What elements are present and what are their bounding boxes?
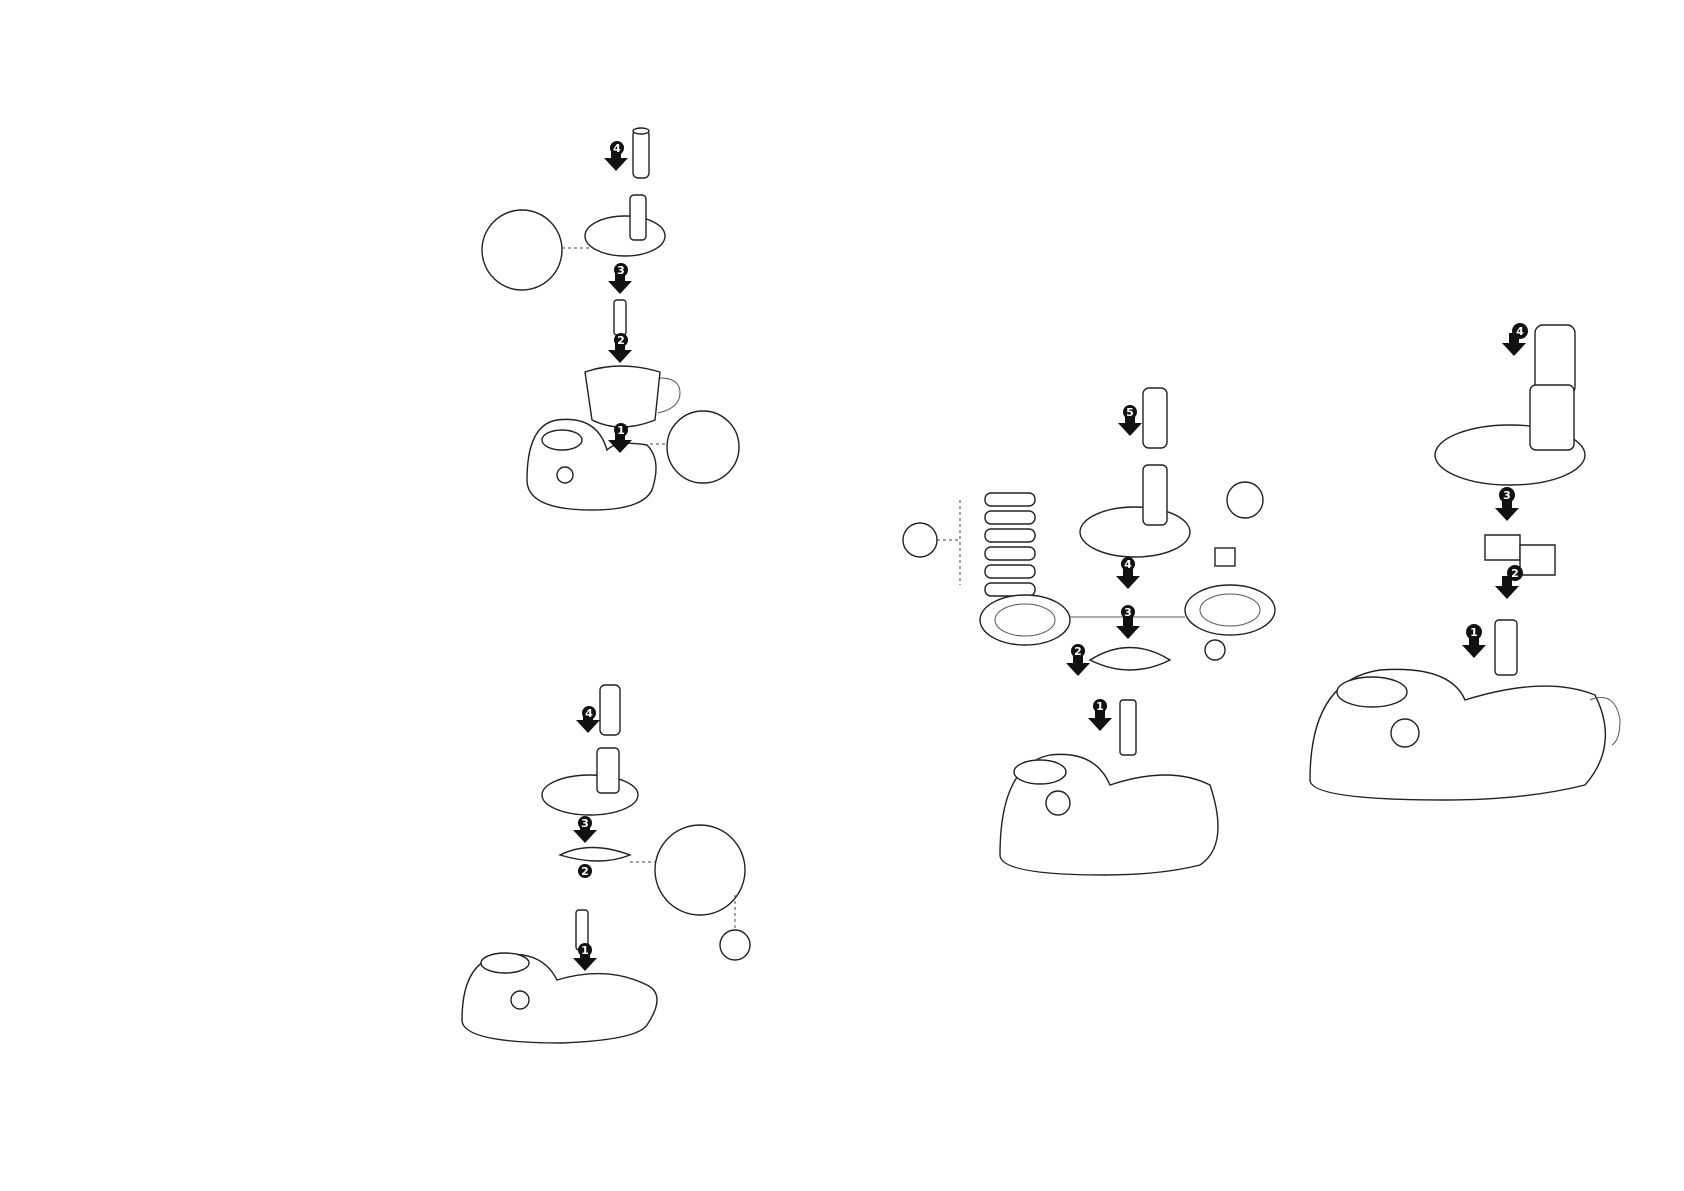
pusher [633, 130, 649, 178]
step-marker: 3 [581, 817, 589, 830]
shaft [1120, 700, 1136, 755]
step-marker: 3 [1503, 489, 1511, 502]
pusher [600, 685, 620, 735]
whisk [1520, 545, 1555, 575]
lid [542, 775, 638, 815]
detail-lock-icon [903, 523, 937, 557]
pusher [1143, 388, 1167, 448]
shaft [1495, 620, 1517, 675]
figure-whisk-assembly: 4 3 2 1 [1310, 323, 1620, 800]
step-marker: 4 [613, 142, 621, 155]
shaft [614, 300, 626, 335]
detail-lock-icon [1227, 482, 1263, 518]
disc-carrier [1090, 648, 1170, 671]
lid [1080, 507, 1190, 557]
detail-tool [655, 825, 745, 915]
step-marker: 5 [1126, 406, 1134, 419]
grating-disc [980, 595, 1070, 645]
step-marker: 2 [617, 334, 625, 347]
step-marker: 1 [1096, 700, 1104, 713]
step-marker: 3 [617, 264, 625, 277]
step-marker: 4 [1516, 325, 1524, 338]
insert-blades [985, 493, 1035, 596]
lid [585, 216, 665, 256]
figure-chopper-assembly: 4 3 2 1 [482, 128, 739, 510]
step-marker: 4 [1124, 558, 1132, 571]
detail-lock-icon [720, 930, 750, 960]
step-marker: 3 [1124, 606, 1132, 619]
step-marker: 2 [581, 865, 589, 878]
detail-bowl-lock [667, 411, 739, 483]
bowl [585, 366, 660, 427]
step-marker: 1 [581, 944, 589, 957]
step-marker: 2 [1511, 567, 1519, 580]
kneading-tool [560, 848, 630, 862]
step-marker: 1 [1470, 626, 1478, 639]
step-marker: 2 [1074, 645, 1082, 658]
figure-disc-assembly: 5 4 3 2 1 [903, 388, 1275, 875]
slicing-disc [1185, 585, 1275, 635]
disc-holder [1215, 548, 1235, 566]
whisk-holder [1485, 535, 1520, 560]
step-marker: 4 [585, 707, 593, 720]
step-marker: 1 [617, 424, 625, 437]
figure-kneading-assembly: 4 3 2 1 [462, 685, 750, 1043]
detail-lid-lock [482, 210, 562, 290]
